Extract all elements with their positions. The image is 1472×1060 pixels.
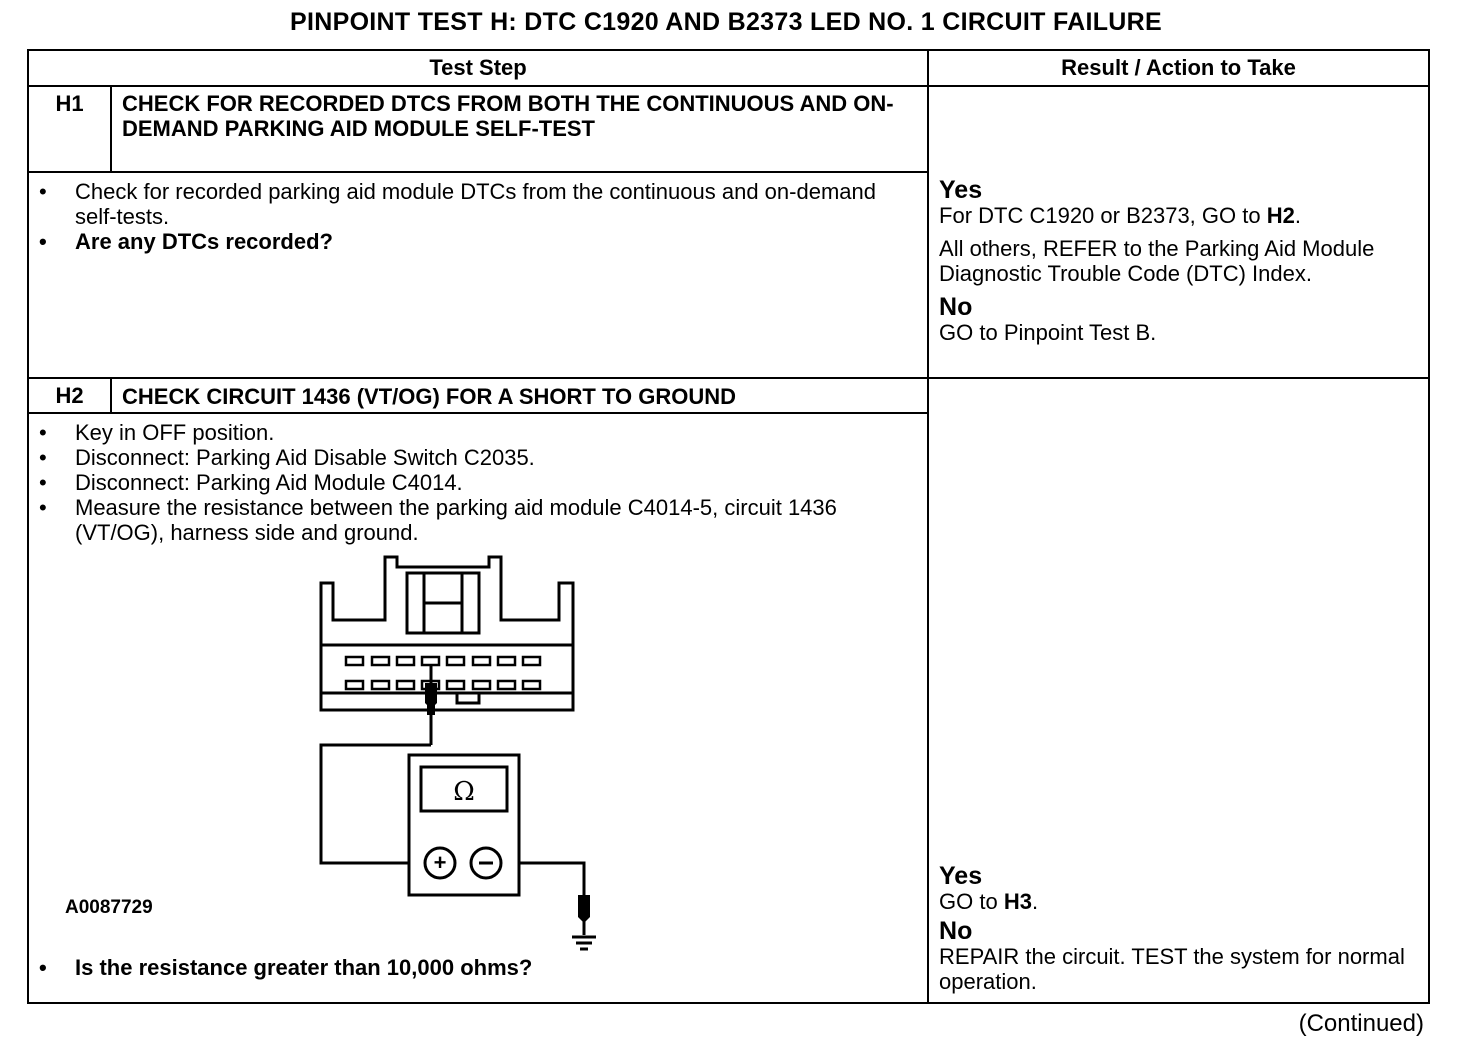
step-h2-result: Yes GO to H3. No REPAIR the circuit. TES… bbox=[927, 377, 1431, 1004]
figure-id: A0087729 bbox=[65, 897, 153, 918]
h2-no-label: No bbox=[939, 917, 973, 945]
h1-others-action: All others, REFER to the Parking Aid Mod… bbox=[939, 236, 1375, 286]
step-h1-body-row: Check for recorded parking aid module DT… bbox=[26, 171, 1429, 379]
resistance-measurement-diagram: + Ω bbox=[319, 555, 596, 951]
h2-bullet-4: Measure the resistance between the parki… bbox=[39, 495, 917, 545]
h2-bullet-1: Key in OFF position. bbox=[39, 420, 917, 445]
h2-bullet-2: Disconnect: Parking Aid Disable Switch C… bbox=[39, 445, 917, 470]
step-h2-heading-row: H2 CHECK CIRCUIT 1436 (VT/OG) FOR A SHOR… bbox=[27, 377, 1431, 1004]
step-h2-body-row: Key in OFF position. Disconnect: Parking… bbox=[26, 412, 1429, 1004]
h1-no-action: GO to Pinpoint Test B. bbox=[939, 320, 1157, 345]
h2-no-action: REPAIR the circuit. TEST the system for … bbox=[939, 944, 1405, 994]
step-id-h1: H1 bbox=[27, 85, 112, 173]
step-h1-heading: CHECK FOR RECORDED DTCS FROM BOTH THE CO… bbox=[109, 85, 930, 173]
h2-goto-h3: H3 bbox=[1003, 889, 1032, 914]
step-h1-body: Check for recorded parking aid module DT… bbox=[26, 171, 930, 379]
svg-text:+: + bbox=[434, 850, 447, 875]
step-h1-heading-row: H1 CHECK FOR RECORDED DTCS FROM BOTH THE… bbox=[27, 85, 1431, 379]
result-header: Result / Action to Take bbox=[927, 49, 1431, 87]
table-header-row: Test Step Result / Action to Take bbox=[26, 49, 1431, 87]
h2-bullet-3: Disconnect: Parking Aid Module C4014. bbox=[39, 470, 917, 495]
connector-diagram: + Ω A0087729 bbox=[29, 545, 927, 955]
continued-label: (Continued) bbox=[1298, 1010, 1424, 1037]
h2-bullet-question: Is the resistance greater than 10,000 oh… bbox=[39, 955, 917, 980]
h2-yes-label: Yes bbox=[939, 862, 983, 890]
h1-goto-h2: H2 bbox=[1266, 203, 1295, 228]
ohm-symbol: Ω bbox=[453, 777, 475, 807]
h1-bullet-check: Check for recorded parking aid module DT… bbox=[39, 179, 917, 229]
test-step-header: Test Step bbox=[26, 49, 930, 87]
h2-yes-action: GO to H3. bbox=[939, 889, 1039, 914]
step-id-h2: H2 bbox=[27, 377, 112, 414]
h1-bullet-question: Are any DTCs recorded? bbox=[39, 229, 917, 254]
h1-no-label: No bbox=[939, 293, 973, 321]
pinpoint-test-table: Test Step Result / Action to Take H1 CHE… bbox=[26, 49, 1431, 1004]
h1-yes-action: For DTC C1920 or B2373, GO to H2. bbox=[939, 203, 1301, 228]
connector-body bbox=[319, 555, 575, 712]
step-h1-result: Yes For DTC C1920 or B2373, GO to H2. Al… bbox=[927, 85, 1431, 379]
h1-yes-label: Yes bbox=[939, 176, 983, 204]
page-title: PINPOINT TEST H: DTC C1920 AND B2373 LED… bbox=[290, 8, 1162, 36]
step-h2-heading: CHECK CIRCUIT 1436 (VT/OG) FOR A SHORT T… bbox=[109, 377, 930, 414]
step-h2-body: Key in OFF position. Disconnect: Parking… bbox=[26, 412, 930, 1004]
